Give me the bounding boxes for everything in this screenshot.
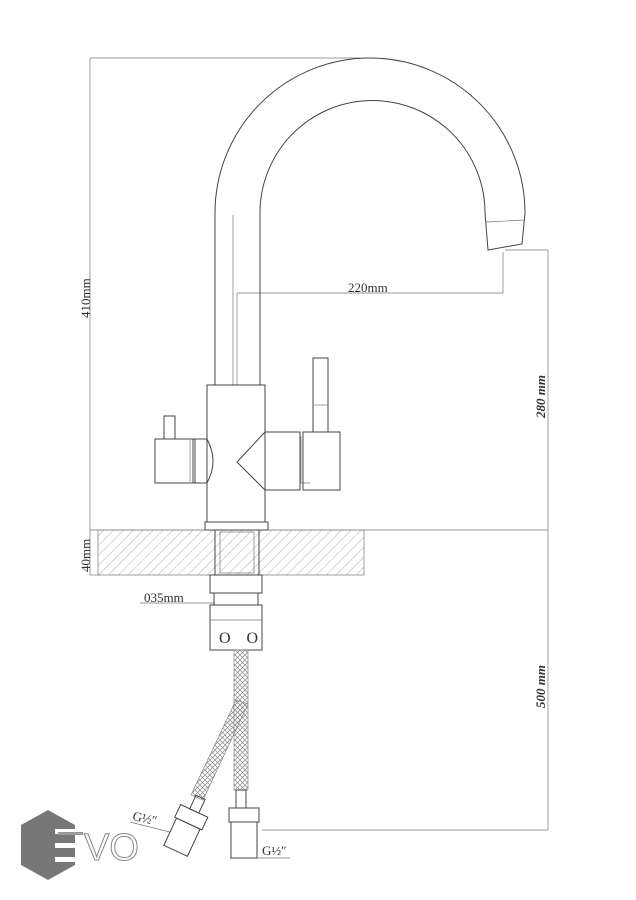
- hoses: [163, 649, 260, 859]
- dim-spout-reach: 220mm: [348, 280, 388, 295]
- dim-spout-height: 280 mm: [533, 375, 548, 419]
- logo-text: VO: [84, 827, 139, 869]
- dim-shank-diameter: 035mm: [144, 590, 184, 605]
- countertop-section: [97, 529, 365, 576]
- evo-logo: VO: [21, 810, 139, 880]
- connector: [209, 574, 263, 651]
- thread-right-label: G½″: [262, 843, 287, 858]
- thread-left-label: G½″: [131, 808, 158, 828]
- dim-total-height: 410mm: [78, 278, 93, 318]
- connector-marks: O O: [219, 630, 264, 647]
- dim-counter-thickness: 40mm: [78, 539, 93, 572]
- faucet-body: [154, 357, 341, 531]
- dim-hose-length: 500 mm: [533, 665, 548, 708]
- spout: [214, 57, 526, 385]
